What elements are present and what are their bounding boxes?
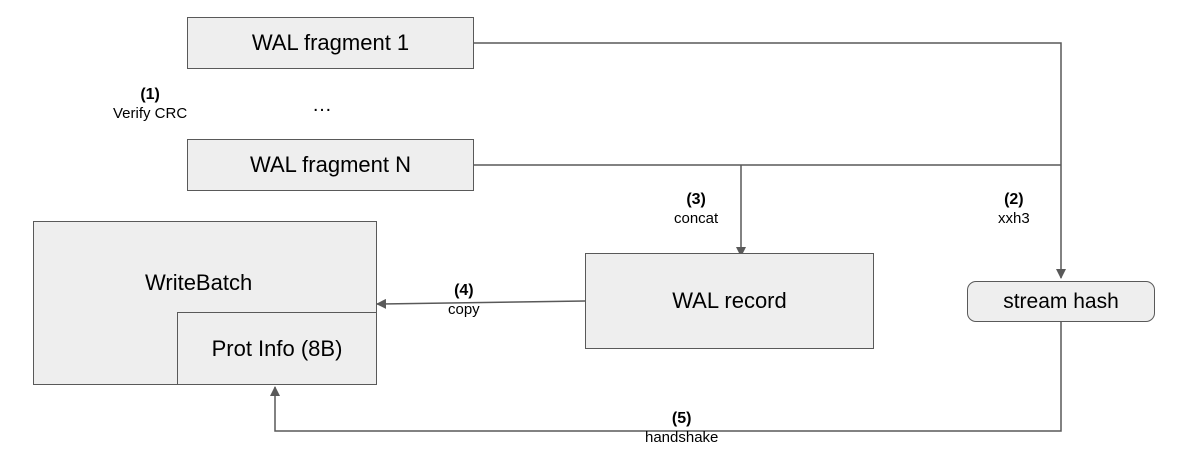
wal-fragment-n-box: WAL fragment N xyxy=(187,139,474,191)
step-1-label: (1) Verify CRC xyxy=(113,85,187,123)
step-2-number: (2) xyxy=(1004,191,1024,208)
edge-handshake-to-prot-info xyxy=(270,322,1062,432)
step-1-text: Verify CRC xyxy=(113,105,188,122)
stream-hash-label: stream hash xyxy=(1003,289,1119,313)
step-3-label: (3) concat xyxy=(674,190,718,228)
step-3-text: concat xyxy=(674,210,719,227)
wal-fragment-1-label: WAL fragment 1 xyxy=(251,30,410,55)
step-1-number: (1) xyxy=(140,86,160,103)
writebatch-label: WriteBatch xyxy=(145,270,253,295)
edge-fragment1-to-stream-hash xyxy=(474,42,1066,279)
edge-copy-to-writebatch xyxy=(376,298,586,309)
step-4-label: (4) copy xyxy=(448,281,480,319)
wal-fragment-n-label: WAL fragment N xyxy=(250,152,411,177)
step-2-text: xxh3 xyxy=(998,210,1030,227)
step-2-label: (2) xxh3 xyxy=(998,190,1030,228)
ellipsis: … xyxy=(312,94,332,116)
wal-fragment-1-box: WAL fragment 1 xyxy=(187,17,474,69)
step-5-text: handshake xyxy=(645,429,719,446)
wal-record-label: WAL record xyxy=(672,288,787,313)
prot-info-box: Prot Info (8B) xyxy=(177,312,377,385)
stream-hash-box: stream hash xyxy=(967,281,1155,322)
step-4-number: (4) xyxy=(454,282,474,299)
step-5-label: (5) handshake xyxy=(645,409,718,447)
step-3-number: (3) xyxy=(686,191,706,208)
prot-info-label: Prot Info (8B) xyxy=(211,335,343,361)
step-4-text: copy xyxy=(448,301,480,318)
step-5-number: (5) xyxy=(671,410,692,427)
wal-record-box: WAL record xyxy=(585,253,874,349)
